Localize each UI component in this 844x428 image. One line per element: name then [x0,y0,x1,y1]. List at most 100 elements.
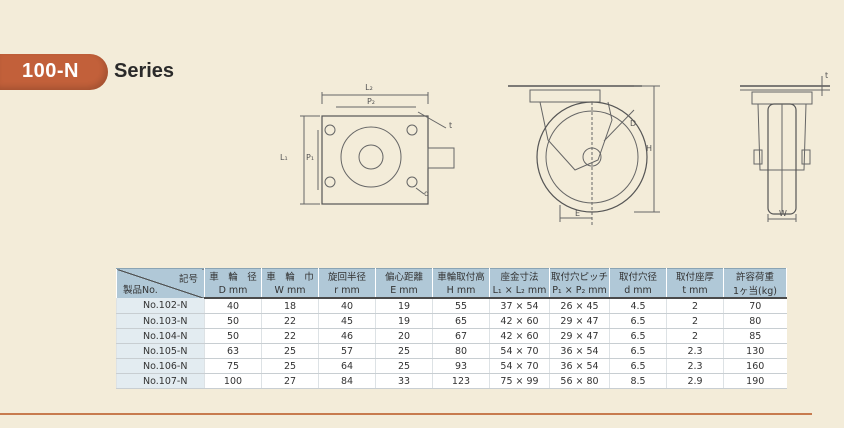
label-width-w: W [779,209,787,218]
table-cell: 2 [666,328,724,344]
table-row: No.107-N 100 27 84 33 123 75 × 99 56 × 8… [116,373,787,389]
table-cell: 25 [375,343,433,359]
table-cell: 45 [318,313,376,329]
table-cell: 70 [723,298,787,314]
top-view-labels: L₂ P₂ L₁ P₁ t d [280,83,452,198]
table-cell: 67 [432,328,490,344]
product-number-cell: No.103-N [116,313,205,329]
label-d: d [424,189,429,198]
table-cell: 22 [261,328,319,344]
table-cell: 40 [318,298,376,314]
label-p1: P₁ [306,153,314,162]
column-unit: 1ヶ当(kg) [723,283,787,299]
table-row: No.102-N 40 18 40 19 55 37 × 54 26 × 45 … [116,298,787,314]
table-cell: 6.5 [609,313,667,329]
table-cell: 65 [432,313,490,329]
table-cell: 29 × 47 [549,328,610,344]
series-label: Series [114,60,175,82]
table-cell: 22 [261,313,319,329]
table-cell: 64 [318,358,376,374]
column-header: 車 輪 巾 [261,268,319,283]
table-cell: 27 [261,373,319,389]
table-cell: 42 × 60 [489,328,550,344]
table-cell: 100 [204,373,262,389]
table-row: No.106-N 75 25 64 25 93 54 × 70 36 × 54 … [116,358,787,374]
label-diameter-d: D [630,119,636,128]
column-unit: H mm [432,283,490,299]
table-cell: 36 × 54 [549,343,610,359]
table-cell: 40 [204,298,262,314]
table-cell: 93 [432,358,490,374]
column-unit: P₁ × P₂ mm [549,283,610,299]
table-cell: 54 × 70 [489,343,550,359]
label-t: t [449,121,452,130]
column-header: 取付穴径 [609,268,667,283]
bottom-divider [0,413,812,415]
front-view-labels: t W [779,71,828,218]
table-cell: 75 [204,358,262,374]
table-cell: 54 × 70 [489,358,550,374]
product-number-cell: No.102-N [116,298,205,314]
column-header: 許容荷重 [723,268,787,283]
column-unit: t mm [666,283,724,299]
table-cell: 37 × 54 [489,298,550,314]
table-cell: 18 [261,298,319,314]
table-cell: 160 [723,358,787,374]
table-cell: 50 [204,328,262,344]
table-row: No.104-N 50 22 46 20 67 42 × 60 29 × 47 … [116,328,787,344]
column-header: 車 輪 径 [204,268,262,283]
table-row: No.105-N 63 25 57 25 80 54 × 70 36 × 54 … [116,343,787,359]
caster-top-view-drawing [300,92,455,205]
label-l2: L₂ [365,83,373,92]
column-header: 偏心距離 [375,268,433,283]
column-unit: d mm [609,283,667,299]
column-unit: E mm [375,283,433,299]
header-symbol-label: 記号 [178,274,198,285]
table-cell: 2 [666,298,724,314]
table-cell: 36 × 54 [549,358,610,374]
header-corner-cell: 記号 製品No. [116,268,205,298]
table-cell: 2.3 [666,343,724,359]
caster-side-view-drawing [508,85,660,225]
table-cell: 29 × 47 [549,313,610,329]
technical-drawings: L₂ P₂ L₁ P₁ t d D H E [280,71,830,225]
table-cell: 6.5 [609,328,667,344]
series-badge [0,54,108,90]
table-cell: 25 [375,358,433,374]
table-cell: 55 [432,298,490,314]
table-cell: 46 [318,328,376,344]
table-cell: 25 [261,358,319,374]
table-cell: 50 [204,313,262,329]
side-view-labels: D H E [575,119,652,218]
table-cell: 8.5 [609,373,667,389]
label-l1: L₁ [280,153,288,162]
table-cell: 20 [375,328,433,344]
table-cell: 6.5 [609,358,667,374]
specification-table: 記号 製品No. 車 輪 径 車 輪 巾 旋回半径 偏心距離 車輪取付高 座金寸… [116,268,787,389]
column-header: 旋回半径 [318,268,376,283]
table-cell: 63 [204,343,262,359]
product-number-cell: No.104-N [116,328,205,344]
header-row-names: 記号 製品No. 車 輪 径 車 輪 巾 旋回半径 偏心距離 車輪取付高 座金寸… [116,268,787,298]
table-cell: 84 [318,373,376,389]
table-cell: 123 [432,373,490,389]
series-model-number: 100-N [22,60,79,82]
column-header: 取付座厚 [666,268,724,283]
table-cell: 80 [723,313,787,329]
table-cell: 56 × 80 [549,373,610,389]
table-cell: 80 [432,343,490,359]
table-cell: 19 [375,313,433,329]
table-cell: 42 × 60 [489,313,550,329]
table-cell: 2.3 [666,358,724,374]
label-thickness-t: t [825,71,828,80]
label-height-h: H [646,144,652,153]
table-cell: 2 [666,313,724,329]
column-unit: L₁ × L₂ mm [489,283,550,299]
table-row: No.103-N 50 22 45 19 65 42 × 60 29 × 47 … [116,313,787,329]
header-row-units: D mm W mm r mm E mm H mm L₁ × L₂ mm P₁ ×… [117,283,787,299]
column-unit: W mm [261,283,319,299]
table-cell: 26 × 45 [549,298,610,314]
table-cell: 33 [375,373,433,389]
table-cell: 85 [723,328,787,344]
table-cell: 25 [261,343,319,359]
